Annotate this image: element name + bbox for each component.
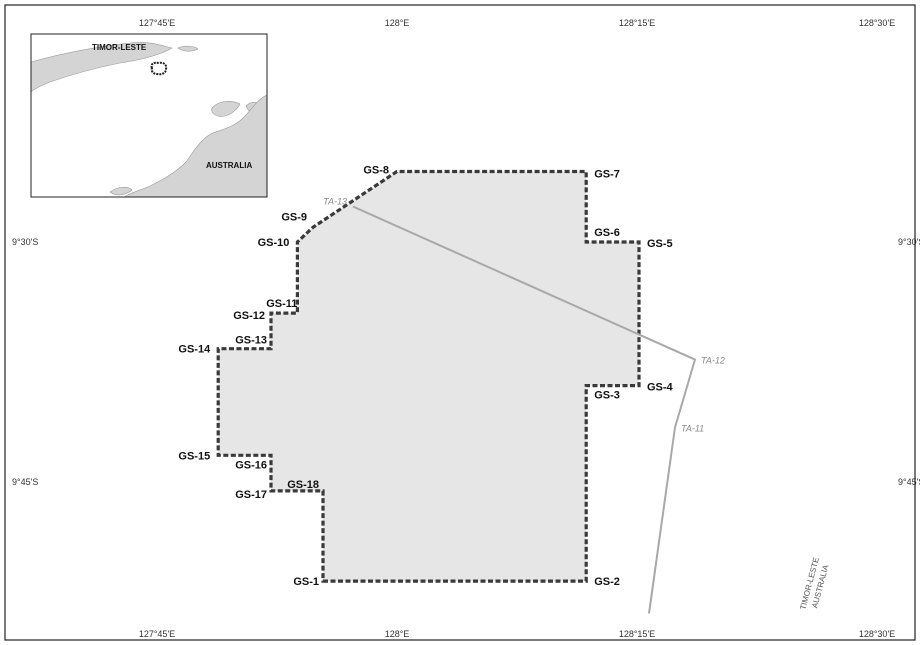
point-label-gs-9: GS-9 — [281, 211, 307, 223]
lon-tick-label: 127°45'E — [139, 629, 175, 639]
point-label-gs-2: GS-2 — [594, 576, 620, 588]
area-point-labels: GS-1 GS-2 GS-3 GS-4 GS-5 GS-6 GS-7 GS-8GS-9GS-1… — [178, 165, 673, 589]
inset-label-timor-leste: TIMOR-LESTE — [92, 43, 147, 52]
lat-tick-label: 9°30'S — [898, 237, 920, 247]
inset-land-island — [211, 101, 241, 117]
study-area-polygon — [216, 169, 641, 583]
inset-frame — [30, 33, 268, 198]
point-label-gs-17: GS-17 — [235, 489, 267, 501]
lon-tick-label: 128°15'E — [619, 629, 655, 639]
lat-tick-label: 9°45'S — [898, 477, 920, 487]
trace-label-ta-12: TA-12 — [701, 356, 725, 366]
inset-land-island — [109, 186, 133, 196]
point-label-gs-10: GS-10 — [258, 237, 290, 249]
trace-label-ta-13: TA-13 — [323, 197, 347, 207]
point-label-gs-7: GS-7 — [594, 169, 620, 181]
point-label-gs-13: GS-13 — [235, 335, 267, 347]
lat-tick-label: 9°30'S — [12, 237, 38, 247]
lon-tick-label: 128°E — [385, 629, 410, 639]
boundary-label-group: TIMOR-LESTE AUSTRALIA — [798, 556, 830, 610]
lon-tick-label: 128°30'E — [859, 629, 895, 639]
inset-land-timor — [31, 42, 173, 93]
point-label-gs-6: GS-6 — [594, 227, 620, 239]
point-label-gs-8: GS-8 — [363, 165, 389, 177]
point-label-gs-5: GS-5 — [647, 238, 673, 250]
point-label-gs-12: GS-12 — [233, 310, 265, 322]
point-label-gs-18: GS-18 — [287, 479, 319, 491]
point-label-gs-15: GS-15 — [178, 450, 210, 462]
map-frame — [4, 4, 916, 641]
point-label-gs-3: GS-3 — [594, 390, 620, 402]
inset-map: TIMOR-LESTE AUSTRALIA — [30, 33, 268, 198]
point-label-gs-4: GS-4 — [647, 382, 674, 394]
inset-land-australia — [123, 94, 267, 197]
lon-tick-label: 128°15'E — [619, 18, 655, 28]
inset-study-area-icon — [150, 61, 168, 76]
point-label-gs-1: GS-1 — [293, 576, 319, 588]
lon-tick-label: 128°30'E — [859, 18, 895, 28]
graticule-labels: 127°45'E 127°45'E 128°E 128°E 128°15'E 128°15… — [12, 18, 920, 639]
point-label-gs-11: GS-11 — [266, 298, 297, 310]
point-label-gs-14: GS-14 — [178, 344, 211, 356]
inset-label-australia: AUSTRALIA — [206, 161, 252, 170]
inset-land-island — [177, 45, 199, 52]
trace-line — [352, 205, 697, 614]
point-label-gs-16: GS-16 — [235, 459, 267, 471]
lat-tick-label: 9°45'S — [12, 477, 38, 487]
lon-tick-label: 128°E — [385, 18, 410, 28]
lon-tick-label: 127°45'E — [139, 18, 175, 28]
trace-label-ta-11: TA-11 — [681, 423, 704, 433]
